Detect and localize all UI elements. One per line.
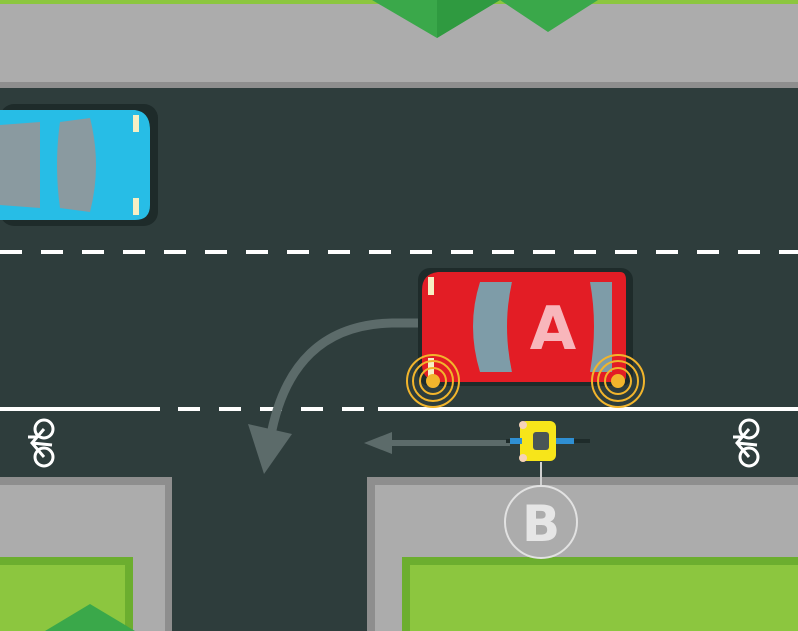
cyclist-b	[506, 421, 590, 462]
bottom-right-block	[367, 477, 798, 631]
turn-signal-icon	[591, 354, 645, 408]
car-a-label: A	[530, 294, 577, 364]
cyclist-b-badge: B	[504, 485, 578, 559]
straight-left-arrow	[364, 432, 510, 454]
blue-car	[0, 104, 158, 226]
top-sidewalk	[0, 4, 798, 84]
bottom-left-block	[0, 477, 172, 631]
left-turn-arrow	[248, 318, 422, 474]
car-a: A	[418, 268, 633, 386]
bicycle-icon	[28, 418, 55, 468]
cyclist-b-label: B	[522, 495, 560, 553]
top-trees	[372, 0, 598, 38]
bicycle-icon	[733, 418, 760, 468]
turn-signal-icon	[406, 354, 460, 408]
top-curb	[0, 82, 798, 88]
